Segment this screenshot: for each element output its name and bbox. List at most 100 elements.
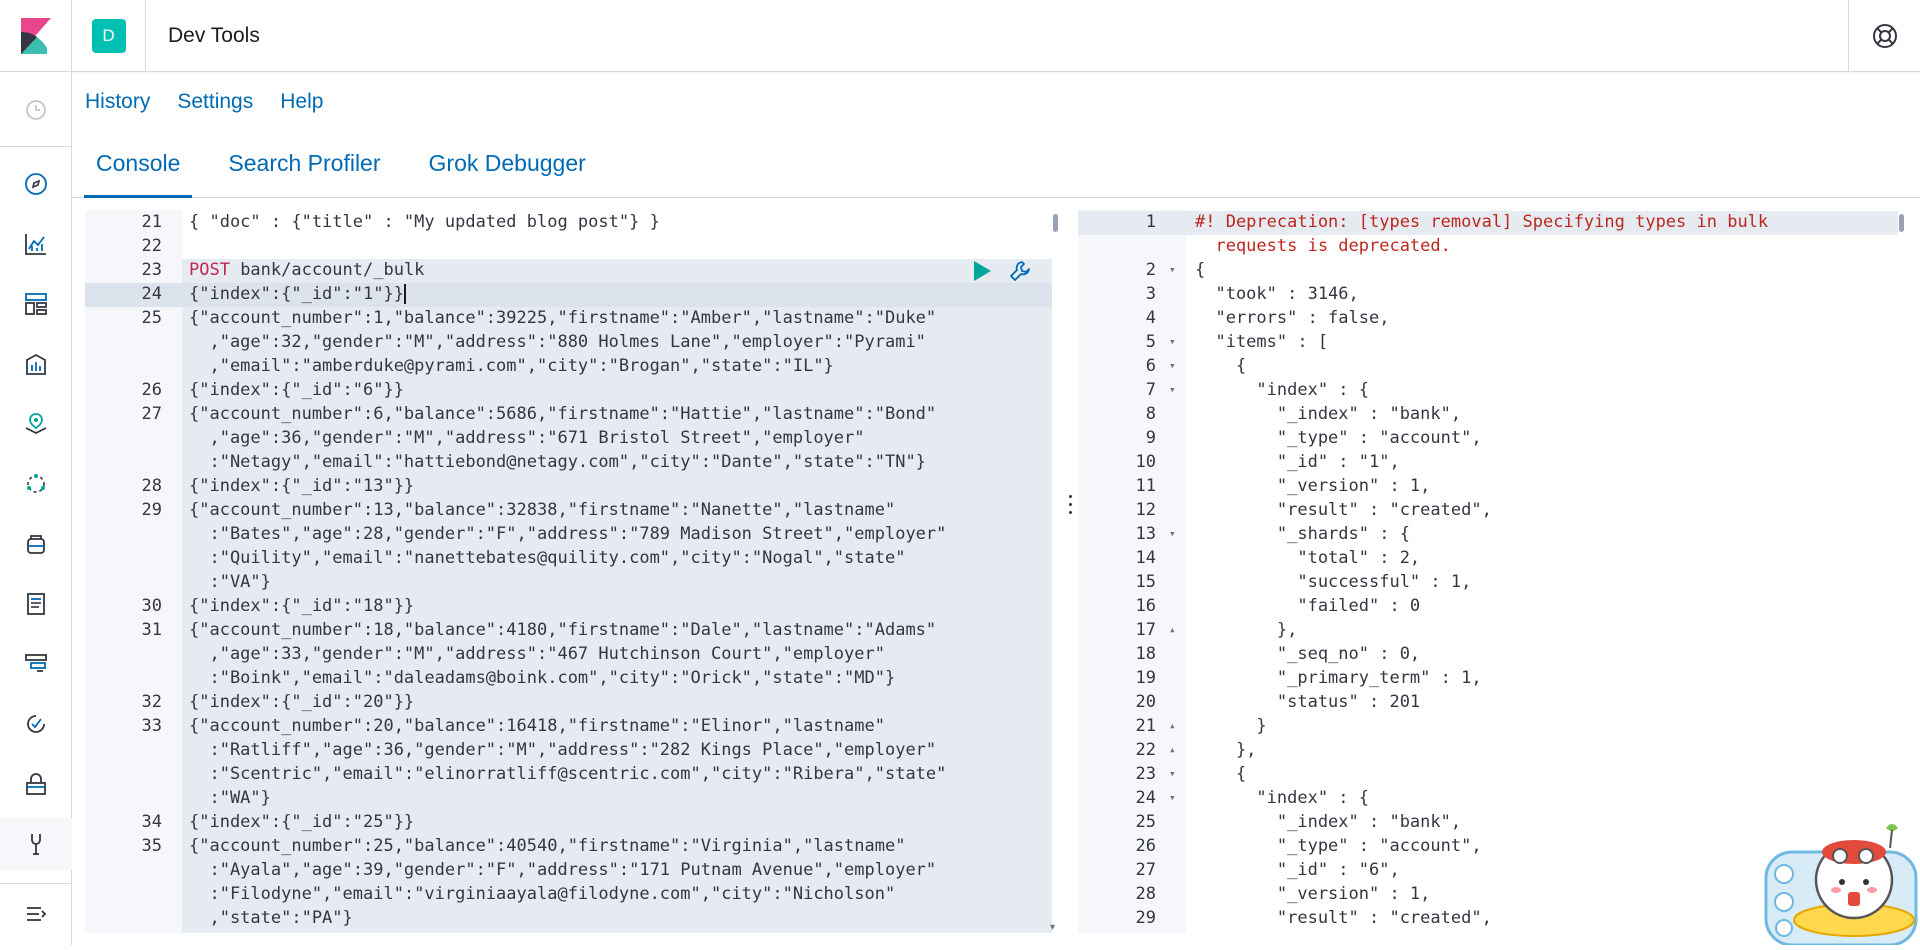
response-code-line: 28 "_version" : 1, <box>1078 882 1910 906</box>
code-text: "_primary_term" : 1, <box>1195 668 1482 688</box>
nav-dashboard[interactable] <box>0 278 72 330</box>
line-number: 32 <box>141 692 162 712</box>
help-button[interactable] <box>1848 0 1920 72</box>
code-text: "_shards" : { <box>1195 524 1410 544</box>
code-text: :"Bates","age":28,"gender":"F","address"… <box>189 524 947 544</box>
nav-uptime[interactable] <box>0 698 72 750</box>
response-code-line: 11 "_version" : 1, <box>1078 474 1910 498</box>
fold-toggle-icon[interactable]: ▾ <box>1169 359 1176 372</box>
request-code-line[interactable]: 24{"index":{"_id":"1"}} <box>85 282 1068 306</box>
response-scrollbar[interactable] <box>1899 210 1904 933</box>
canvas-icon <box>26 353 46 375</box>
nav-machine-learning[interactable] <box>0 458 72 510</box>
request-code-line[interactable]: ,"age":33,"gender":"M","address":"467 Hu… <box>85 642 1068 666</box>
nav-siem[interactable] <box>0 758 72 810</box>
nav-infrastructure[interactable] <box>0 518 72 570</box>
code-text: :"Scentric","email":"elinorratliff@scent… <box>189 764 947 784</box>
request-code-line[interactable]: :"Scentric","email":"elinorratliff@scent… <box>85 762 1068 786</box>
request-code-line[interactable]: :"Netagy","email":"hattiebond@netagy.com… <box>85 450 1068 474</box>
line-number: 7 <box>1145 380 1156 400</box>
nav-collapse[interactable] <box>0 888 72 940</box>
line-number: 2 <box>1145 260 1156 280</box>
code-text: "errors" : false, <box>1195 308 1390 328</box>
code-text: "_type" : "account", <box>1195 428 1482 448</box>
mascot-sticker[interactable] <box>1762 816 1920 947</box>
code-text: } <box>1195 716 1267 736</box>
request-code-line[interactable]: 28{"index":{"_id":"13"}} <box>85 474 1068 498</box>
request-code-line[interactable]: ,"age":32,"gender":"M","address":"880 Ho… <box>85 330 1068 354</box>
request-code-line[interactable]: 30{"index":{"_id":"18"}} <box>85 594 1068 618</box>
request-code-line[interactable]: :"Ayala","age":39,"gender":"F","address"… <box>85 858 1068 882</box>
request-code-line[interactable]: 31{"account_number":18,"balance":4180,"f… <box>85 618 1068 642</box>
request-code-line[interactable]: 35{"account_number":25,"balance":40540,"… <box>85 834 1068 858</box>
response-editor[interactable]: 1#! Deprecation: [types removal] Specify… <box>1078 210 1910 933</box>
code-text: "failed" : 0 <box>1195 596 1421 616</box>
fold-toggle-icon[interactable]: ▾ <box>1169 263 1176 276</box>
request-code-line[interactable]: 29{"account_number":13,"balance":32838,"… <box>85 498 1068 522</box>
line-number: 22 <box>141 236 162 256</box>
response-code-line: 7 ▾ "index" : { <box>1078 378 1910 402</box>
request-code-line[interactable]: :"VA"} <box>85 570 1068 594</box>
code-text: "index" : { <box>1195 380 1369 400</box>
editor-resizer-handle[interactable] <box>1064 492 1076 516</box>
tab-search-profiler[interactable]: Search Profiler <box>228 150 381 176</box>
fold-toggle-icon[interactable]: ▴ <box>1169 623 1176 636</box>
history-link[interactable]: History <box>85 90 151 113</box>
fold-toggle-icon[interactable]: ▾ <box>1169 383 1176 396</box>
nav-canvas[interactable] <box>0 338 72 390</box>
request-code-line[interactable]: 27{"account_number":6,"balance":5686,"fi… <box>85 402 1068 426</box>
nav-discover[interactable] <box>0 158 72 210</box>
fold-toggle-icon[interactable]: ▴ <box>1169 743 1176 756</box>
response-first-line-highlight <box>1078 211 1898 235</box>
nav-apm[interactable] <box>0 638 72 690</box>
send-request-button[interactable] <box>971 258 993 284</box>
nav-visualize[interactable] <box>0 218 72 270</box>
response-code-line: 20 "status" : 201 <box>1078 690 1910 714</box>
tab-console[interactable]: Console <box>84 150 193 198</box>
fold-toggle-icon[interactable]: ▾ <box>1169 767 1176 780</box>
nav-recently-viewed[interactable] <box>0 84 72 136</box>
request-code-line[interactable]: 33{"account_number":20,"balance":16418,"… <box>85 714 1068 738</box>
request-code-line[interactable]: 32{"index":{"_id":"20"}} <box>85 690 1068 714</box>
request-code-line[interactable]: :"Quility","email":"nanettebates@quility… <box>85 546 1068 570</box>
code-text: :"Quility","email":"nanettebates@quility… <box>189 548 906 568</box>
request-code-line[interactable]: :"WA"} <box>85 786 1068 810</box>
request-scrollbar[interactable]: ▾ <box>1050 210 1058 933</box>
fold-toggle-icon[interactable]: ▾ <box>1169 335 1176 348</box>
request-code-line[interactable]: ,"age":36,"gender":"M","address":"671 Br… <box>85 426 1068 450</box>
request-code-line[interactable]: :"Ratliff","age":36,"gender":"M","addres… <box>85 738 1068 762</box>
request-options-button[interactable] <box>1007 258 1033 284</box>
request-code-line[interactable]: :"Boink","email":"daleadams@boink.com","… <box>85 666 1068 690</box>
space-selector[interactable]: D <box>72 0 146 72</box>
code-text: "_id" : "1", <box>1195 452 1400 472</box>
response-code-line: 4 "errors" : false, <box>1078 306 1910 330</box>
request-code-line[interactable]: ,"state":"PA"} <box>85 906 1068 930</box>
request-code-line[interactable]: 25{"account_number":1,"balance":39225,"f… <box>85 306 1068 330</box>
nav-logs[interactable] <box>0 578 72 630</box>
request-code-line[interactable]: 26{"index":{"_id":"6"}} <box>85 378 1068 402</box>
request-code-line[interactable]: 34{"index":{"_id":"25"}} <box>85 810 1068 834</box>
request-code-line[interactable]: :"Bates","age":28,"gender":"F","address"… <box>85 522 1068 546</box>
request-code-line[interactable]: ,"email":"amberduke@pyrami.com","city":"… <box>85 354 1068 378</box>
line-number: 35 <box>141 836 162 856</box>
kibana-logo[interactable] <box>0 0 72 72</box>
request-code-line[interactable]: 21{ "doc" : {"title" : "My updated blog … <box>85 210 1068 234</box>
maps-icon <box>25 413 47 435</box>
request-editor[interactable]: 21{ "doc" : {"title" : "My updated blog … <box>85 210 1068 933</box>
fold-toggle-icon[interactable]: ▾ <box>1169 791 1176 804</box>
code-text: :"Ayala","age":39,"gender":"F","address"… <box>189 860 937 880</box>
fold-toggle-icon[interactable]: ▴ <box>1169 719 1176 732</box>
code-text: ,"age":33,"gender":"M","address":"467 Hu… <box>189 644 885 664</box>
help-link[interactable]: Help <box>280 90 324 113</box>
request-code-line[interactable]: :"Filodyne","email":"virginiaayala@filod… <box>85 882 1068 906</box>
settings-link[interactable]: Settings <box>177 90 254 113</box>
request-actions <box>971 258 1033 284</box>
nav-dev-tools[interactable] <box>0 818 72 870</box>
request-code[interactable]: 21{ "doc" : {"title" : "My updated blog … <box>85 210 1068 930</box>
tab-grok-debugger[interactable]: Grok Debugger <box>428 150 586 176</box>
nav-maps[interactable] <box>0 398 72 450</box>
response-code-line: 6▾ { <box>1078 354 1910 378</box>
request-code-line[interactable]: 22 <box>85 234 1068 258</box>
fold-toggle-icon[interactable]: ▾ <box>1169 527 1176 540</box>
